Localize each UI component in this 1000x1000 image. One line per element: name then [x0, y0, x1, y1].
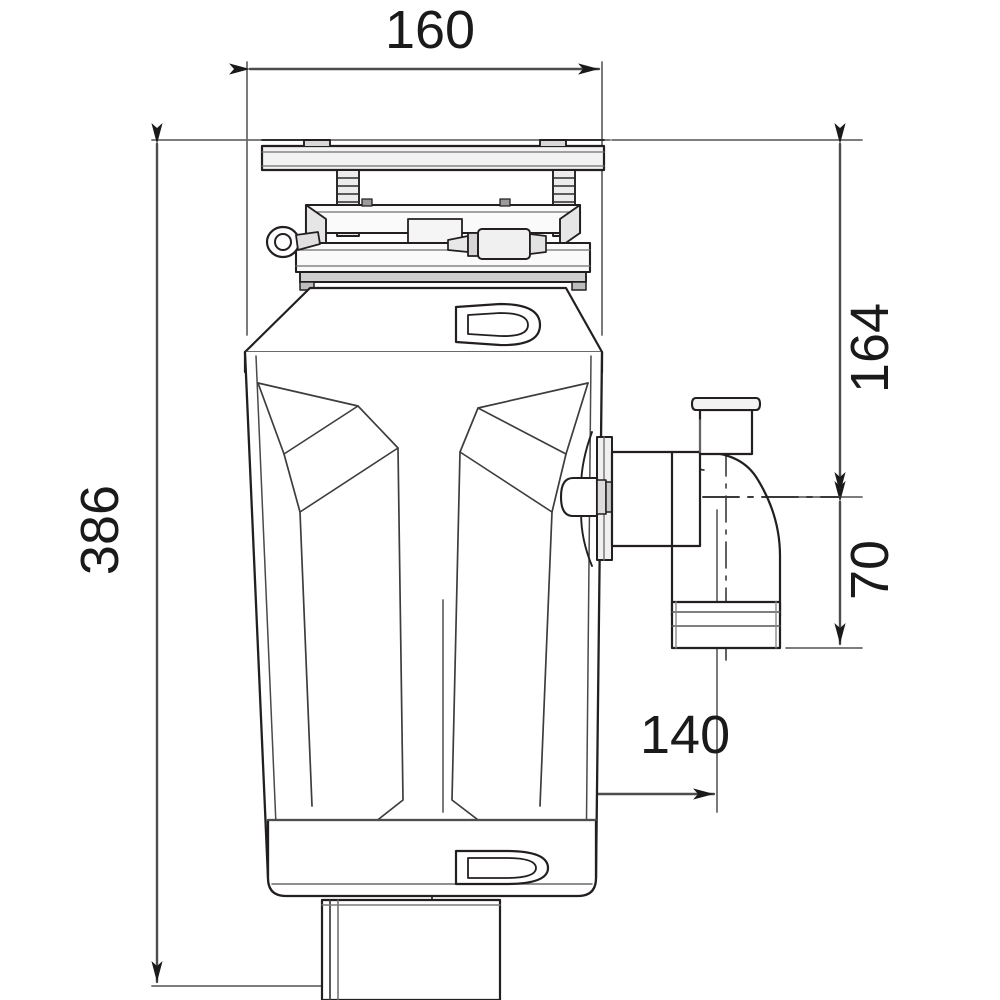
grinder-body	[243, 286, 604, 898]
dimension-160	[229, 61, 603, 336]
dimension-label-140: 140	[640, 705, 730, 765]
dimension-label-160: 160	[385, 0, 475, 60]
discharge-elbow	[610, 450, 782, 618]
discharge-flange	[559, 431, 614, 567]
outlet-pipe	[670, 600, 782, 650]
dimension-label-70: 70	[840, 540, 900, 600]
clamp-lever	[447, 228, 547, 260]
dimension-label-164: 164	[840, 303, 900, 393]
dimension-386	[151, 123, 611, 987]
vent-spout	[690, 396, 762, 456]
body-emblem-top	[454, 302, 542, 347]
body-emblem-bottom	[454, 849, 550, 886]
eye-ring	[265, 225, 321, 259]
mount-flange	[260, 139, 606, 172]
motor-housing	[320, 898, 502, 1000]
dimension-label-386: 386	[70, 485, 130, 575]
dimension-164-70	[611, 123, 863, 649]
